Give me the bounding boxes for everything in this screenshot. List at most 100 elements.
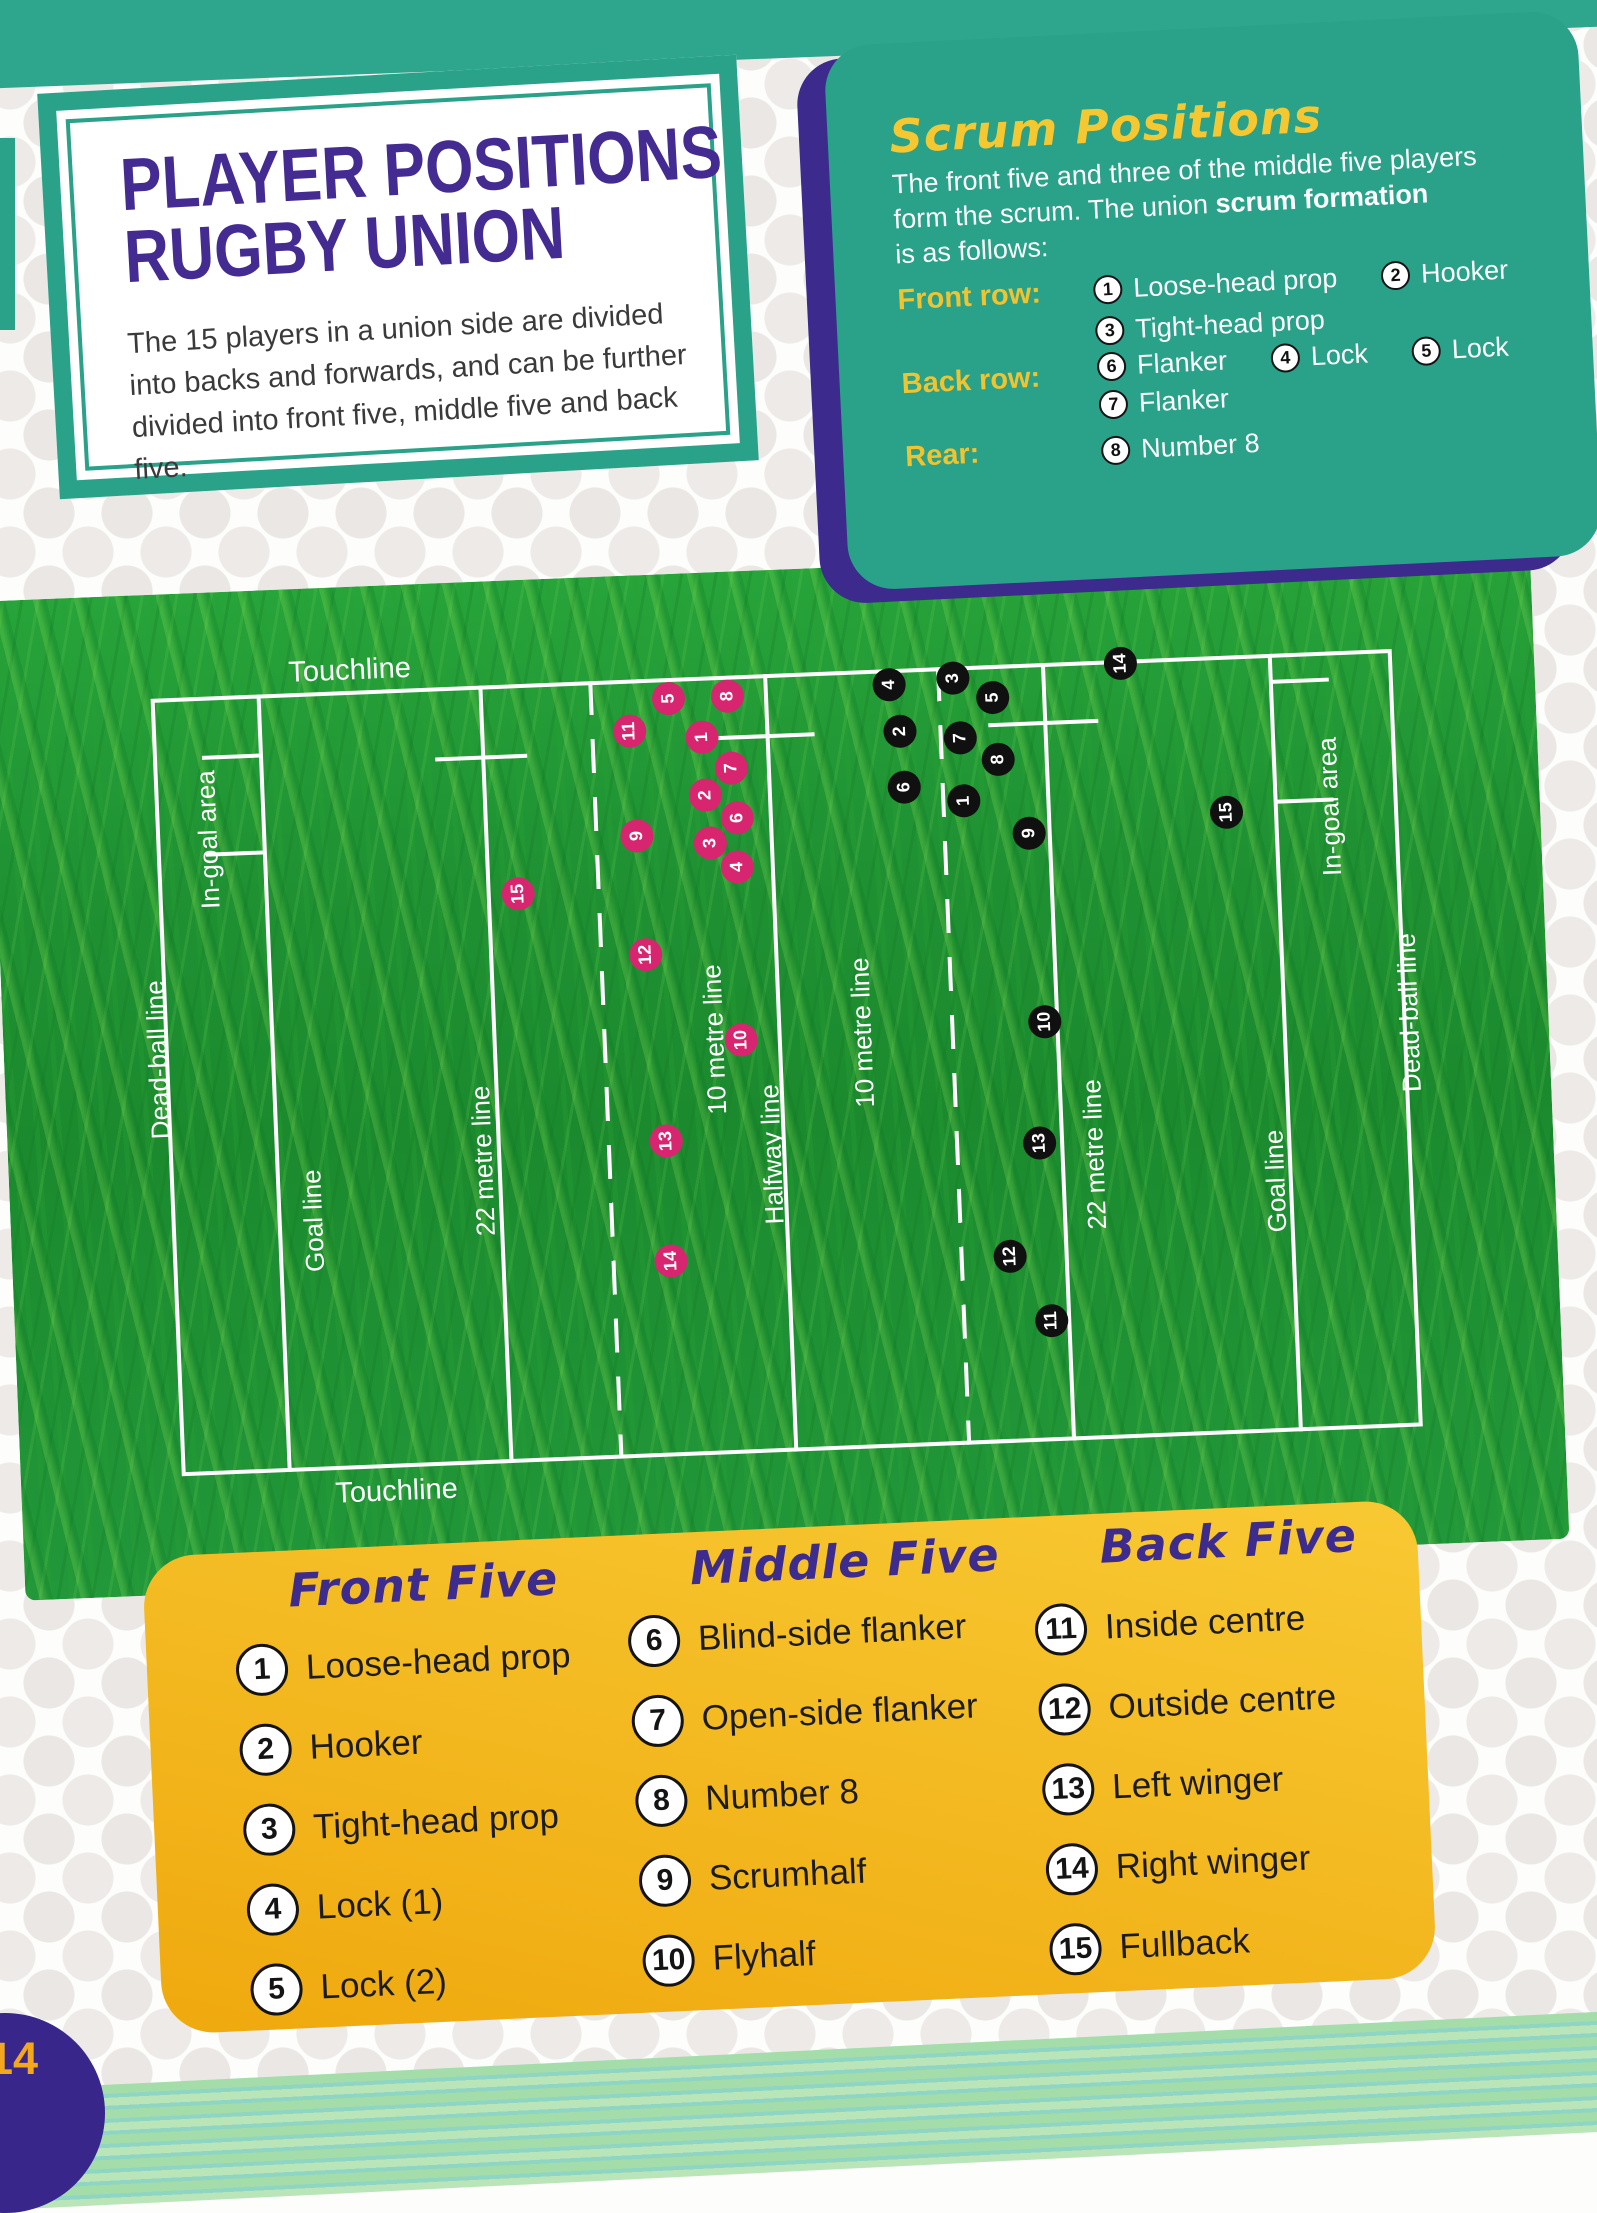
position-number-badge: 15 (1048, 1922, 1103, 1977)
player-black-3: 3 (935, 660, 970, 695)
position-label: Scrumhalf (708, 1851, 868, 1898)
player-number: 7 (949, 732, 970, 743)
position-label: Hooker (308, 1722, 424, 1767)
scrum-row-label-rear: Rear: (904, 437, 981, 474)
player-pink-13: 13 (648, 1123, 683, 1158)
player-pink-15: 15 (500, 876, 535, 911)
player-pink-5: 5 (650, 680, 686, 716)
player-black-10: 10 (1027, 1004, 1062, 1039)
position-number-badge: 11 (1033, 1602, 1089, 1657)
position-number-badge: 3 (242, 1802, 297, 1857)
player-number: 12 (634, 943, 656, 965)
position-label: Lock (1) (315, 1881, 445, 1927)
player-number: 13 (1028, 1132, 1050, 1153)
pitch-line-label: 22 metre line (1076, 1078, 1113, 1231)
player-number: 13 (654, 1130, 676, 1151)
scrum-box: Scrum Positions The front five and three… (823, 9, 1597, 592)
player-black-9: 9 (1011, 815, 1046, 850)
scrum-row-label-back: Back row: (900, 361, 1041, 401)
pitch-line-label: In-goal area (190, 769, 226, 910)
pitch-boundary (150, 649, 1423, 1477)
player-number: 4 (726, 861, 747, 872)
player-black-13: 13 (1021, 1125, 1057, 1160)
player-number: 2 (888, 725, 910, 737)
player-pink-8: 8 (709, 678, 745, 713)
position-label: Number 8 (704, 1771, 860, 1818)
player-number: 1 (690, 731, 712, 743)
pitch-line-label: Dead-ball line (139, 979, 176, 1140)
player-number: 9 (1017, 827, 1039, 839)
player-number: 9 (625, 830, 647, 841)
player-number: 8 (716, 690, 737, 702)
player-black-15: 15 (1208, 794, 1244, 829)
player-black-6: 6 (886, 769, 921, 804)
player-number: 5 (981, 691, 1002, 703)
touchline-label-top: Touchline (287, 651, 412, 689)
position-number-badge: 5 (249, 1962, 304, 2017)
player-number: 8 (986, 753, 1008, 765)
player-number: 15 (506, 882, 528, 904)
pitch-line-label: In-goal area (1311, 736, 1348, 877)
position-number-badge: 12 (1037, 1682, 1092, 1737)
player-pink-10: 10 (723, 1022, 758, 1057)
title-box: PLAYER POSITIONS RUGBY UNION The 15 play… (37, 54, 759, 500)
position-number-badge: 4 (245, 1882, 301, 1937)
player-number: 15 (1215, 801, 1236, 823)
scrum-row-label-front: Front row: (896, 277, 1042, 317)
intro-paragraph: The 15 players in a union side are divid… (126, 298, 688, 487)
player-number: 14 (659, 1250, 681, 1271)
legend-item: 15 Fullback (1048, 1911, 1348, 1977)
player-black-2: 2 (882, 713, 917, 748)
scrum-position-label: Number 8 (1140, 427, 1261, 464)
player-black-8: 8 (980, 741, 1015, 777)
player-pink-11: 11 (612, 713, 647, 748)
position-number-badge: 7 (630, 1693, 685, 1749)
player-number: 2 (694, 789, 715, 801)
player-number: 3 (699, 837, 720, 848)
player-black-7: 7 (942, 720, 977, 755)
player-black-12: 12 (992, 1238, 1027, 1273)
pitch-line-label: Goal line (1258, 1129, 1293, 1233)
player-pink-4: 4 (719, 849, 754, 884)
player-pink-14: 14 (653, 1243, 688, 1278)
pitch-line-label: Goal line (296, 1168, 331, 1273)
scrum-position-label: Tight-head prop (1134, 304, 1326, 344)
legend-item: 10 Flyhalf (641, 1920, 990, 1988)
player-pink-12: 12 (628, 937, 663, 972)
legend-item: 9 Scrumhalf (637, 1840, 986, 1908)
player-pink-3: 3 (692, 825, 727, 860)
scrum-paragraph-line3: is as follows: (894, 232, 1049, 270)
position-label: Fullback (1118, 1921, 1251, 1967)
player-number: 5 (657, 692, 678, 704)
player-pink-1: 1 (684, 719, 719, 754)
player-number: 10 (1033, 1010, 1055, 1032)
pitch-line-label: 10 metre line (844, 956, 881, 1109)
player-black-5: 5 (975, 679, 1010, 715)
position-label: Outside centre (1107, 1677, 1337, 1727)
position-number-badge: 10 (641, 1933, 696, 1988)
scrum-number-badge: 6 (1096, 351, 1127, 382)
position-label: Blind-side flanker (697, 1606, 968, 1658)
position-label: Flyhalf (711, 1934, 817, 1978)
player-black-4: 4 (871, 667, 906, 702)
position-number-badge: 9 (637, 1853, 693, 1908)
player-number: 10 (729, 1029, 751, 1050)
player-number: 1 (952, 794, 974, 806)
player-number: 3 (941, 672, 963, 684)
